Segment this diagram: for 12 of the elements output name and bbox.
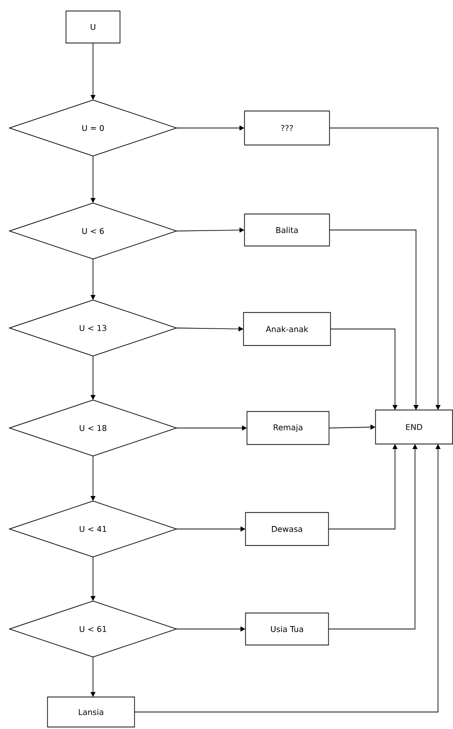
- process-box: Dewasa: [245, 512, 329, 546]
- process-box: Balita: [244, 214, 330, 246]
- process-box: Usia Tua: [245, 612, 329, 646]
- process-box: Anak-anak: [243, 312, 331, 346]
- process-box: U: [66, 10, 120, 44]
- arrow: [329, 128, 441, 410]
- end-box: END: [375, 410, 453, 444]
- process-box: ???: [244, 110, 330, 146]
- arrow: [330, 328, 398, 410]
- process-box: Lansia: [47, 696, 135, 728]
- process-box: Remaja: [246, 411, 330, 445]
- arrow: [329, 230, 419, 410]
